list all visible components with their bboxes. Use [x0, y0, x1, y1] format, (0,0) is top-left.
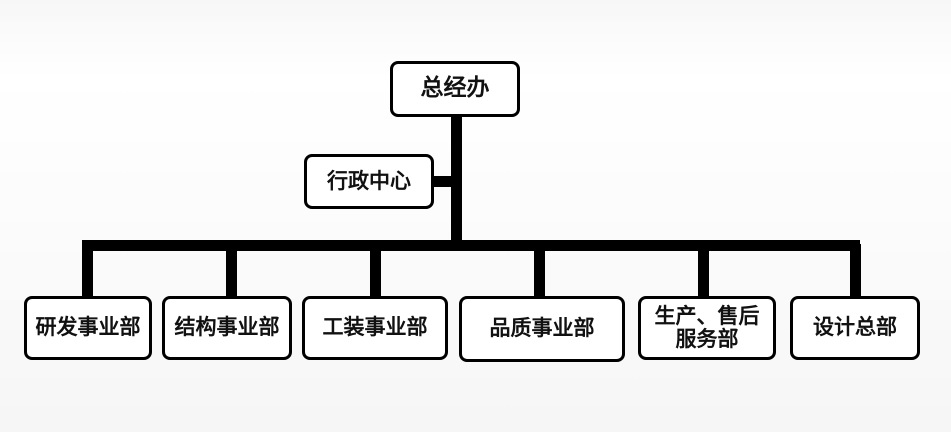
node-rd-division-label: 研发事业部 — [35, 315, 141, 340]
node-general-office: 总经办 — [390, 61, 520, 117]
node-tooling-division-label: 工装事业部 — [322, 315, 428, 340]
node-rd-division: 研发事业部 — [24, 296, 152, 360]
node-quality-division: 品质事业部 — [459, 296, 625, 362]
node-production-aftersales-label-line2: 服务部 — [675, 327, 739, 351]
node-tooling-division: 工装事业部 — [302, 296, 448, 360]
connector-side-branch — [431, 176, 456, 187]
connector-dept-3 — [370, 244, 381, 298]
node-design-headquarters-label: 设计总部 — [813, 315, 897, 340]
connector-dept-6 — [850, 244, 861, 298]
node-quality-division-label: 品质事业部 — [489, 316, 595, 341]
connector-dept-4 — [534, 244, 545, 298]
node-structure-division-label: 结构事业部 — [174, 315, 280, 340]
node-production-aftersales: 生产、售后 服务部 — [638, 296, 776, 360]
connector-horizontal-bus — [82, 240, 860, 251]
connector-dept-1 — [82, 244, 93, 298]
node-design-headquarters: 设计总部 — [790, 296, 920, 360]
connector-top-vertical — [451, 116, 462, 248]
node-production-aftersales-label-line1: 生产、售后 — [654, 303, 760, 328]
node-admin-center-label: 行政中心 — [327, 168, 411, 193]
connector-dept-2 — [226, 244, 237, 298]
node-structure-division: 结构事业部 — [162, 296, 292, 360]
connector-dept-5 — [698, 244, 709, 298]
node-general-office-label: 总经办 — [420, 75, 490, 102]
node-admin-center: 行政中心 — [304, 154, 434, 209]
